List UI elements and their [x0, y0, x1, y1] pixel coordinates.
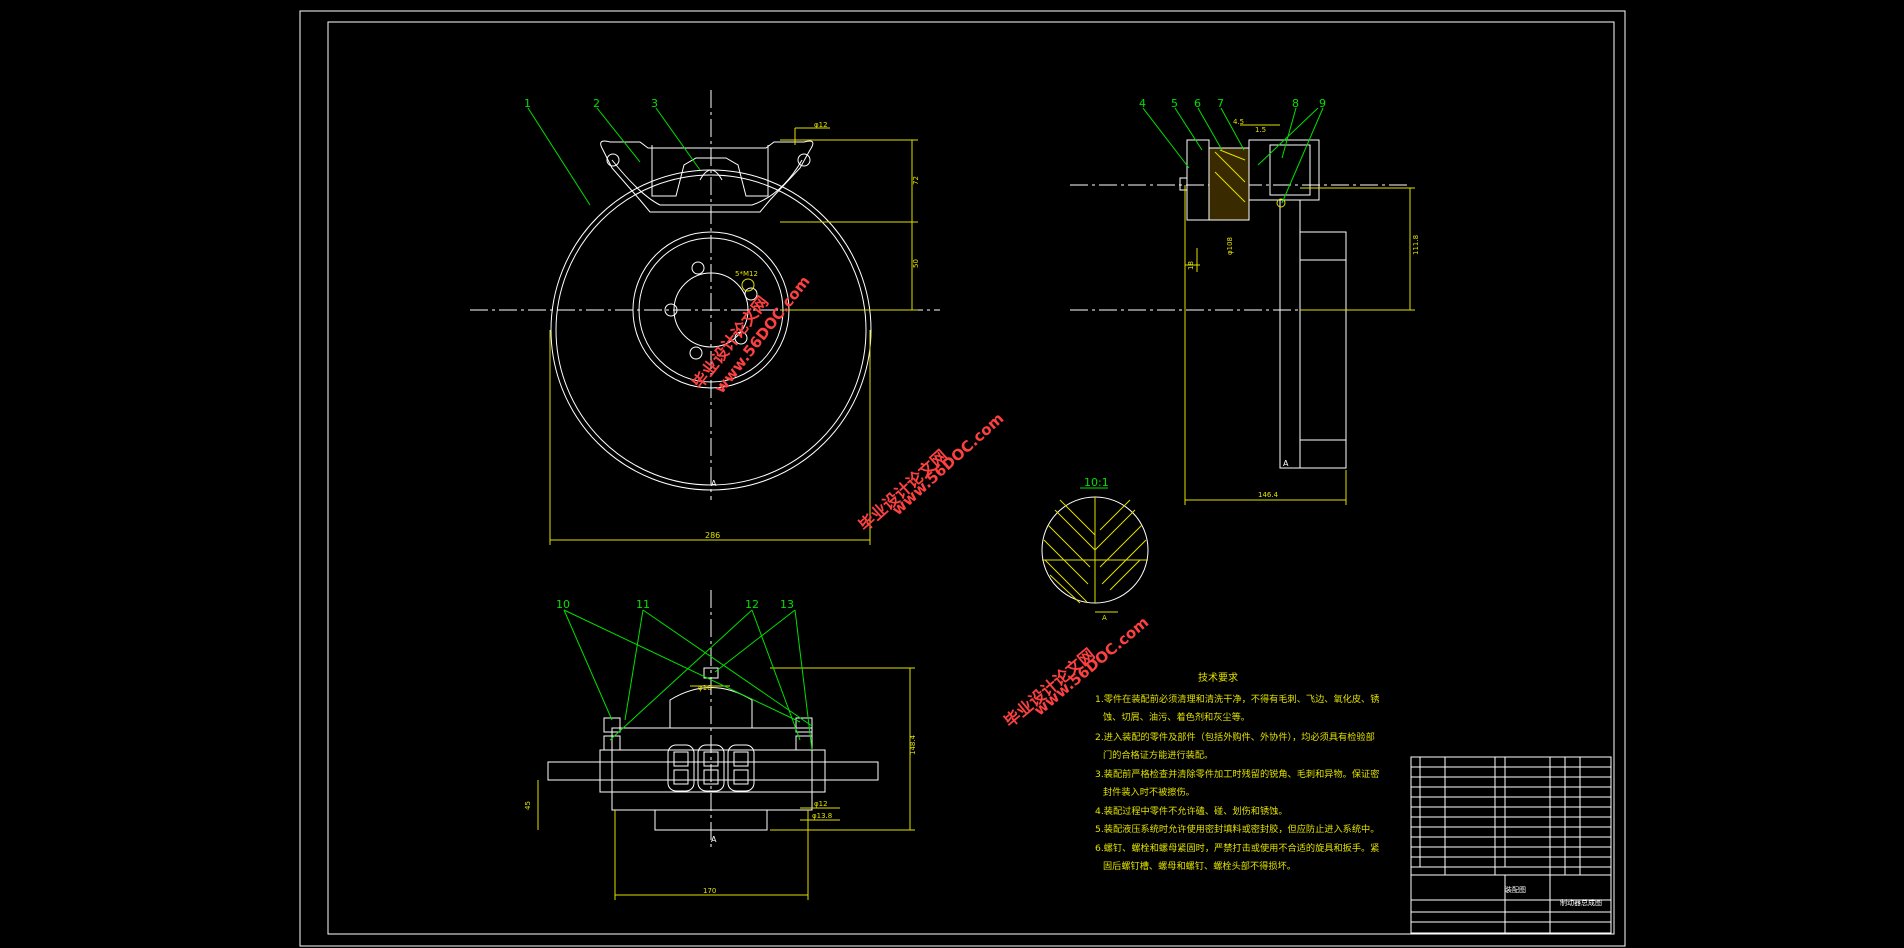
part-num-13: 13: [780, 598, 794, 611]
watermark-2-cn: 毕业设计论文网: [855, 446, 951, 535]
part-num-7: 7: [1217, 97, 1224, 110]
detail-view: 10:1 A: [1041, 476, 1149, 622]
dim-bottom-hole: φ12: [814, 800, 828, 808]
dim-bottom-height: 148.4: [909, 734, 917, 755]
dim-bottom-top: φ10: [698, 684, 712, 692]
tech-title: 技术要求: [1198, 671, 1238, 684]
watermark-3-cn: 毕业设计论文网: [1000, 645, 1098, 732]
part-num-12: 12: [745, 598, 759, 611]
view-mark-side: A: [1283, 459, 1289, 468]
dim-side-width: 146.4: [1258, 491, 1279, 499]
leaders-side: 4 5 6 7 8 9: [1139, 97, 1326, 204]
dim-side-height: 111.8: [1412, 235, 1420, 255]
part-num-10: 10: [556, 598, 570, 611]
part-num-9: 9: [1319, 97, 1326, 110]
dim-side-b: 1.5: [1255, 126, 1266, 134]
leaders-bottom: 10 11 12 13: [556, 598, 813, 751]
watermark-2-url: www.56DOC.com: [888, 409, 1007, 519]
dim-side-a: 4.5: [1233, 118, 1244, 126]
part-num-4: 4: [1139, 97, 1146, 110]
tech-line-2: 蚀、切屑、油污、着色剂和灰尘等。: [1103, 711, 1250, 723]
dim-side-step: 18: [1187, 261, 1195, 270]
part-num-1: 1: [524, 97, 531, 110]
leaders-front: 1 2 3: [524, 97, 701, 206]
dim-bolt-circle: 5*M12: [735, 270, 758, 278]
detail-scale: 10:1: [1084, 476, 1109, 489]
tech-line-5: 3.装配前严格检查并清除零件加工时残留的锐角、毛刺和异物。保证密: [1095, 768, 1379, 780]
side-view: 146.4 111.8 18 φ108 4.5 1.5 A: [1070, 118, 1420, 505]
outer-frame: [299, 10, 1626, 947]
view-mark-detail: A: [1102, 614, 1107, 622]
dim-bottom-hole2: φ13.8: [812, 812, 832, 820]
tech-line-1: 1.零件在装配前必须清理和清洗干净，不得有毛刺、飞边、氧化皮、锈: [1095, 693, 1379, 705]
view-mark-front: A: [711, 479, 717, 488]
part-num-6: 6: [1194, 97, 1201, 110]
part-num-5: 5: [1171, 97, 1178, 110]
watermark-1: 毕业设计论文网 www.56DOC.com: [688, 272, 813, 396]
dim-bottom-width: 170: [703, 887, 716, 895]
tech-requirements: 技术要求 1.零件在装配前必须清理和清洗干净，不得有毛刺、飞边、氧化皮、锈 蚀、…: [1095, 671, 1379, 872]
title-block: 装配图 制动器总成图: [1410, 756, 1612, 934]
part-num-11: 11: [636, 598, 650, 611]
dim-disc-offset: 50: [912, 259, 920, 268]
dim-top-hole: φ12: [814, 121, 828, 129]
tech-line-3: 2.进入装配的零件及部件（包括外购件、外协件），均必须具有检验部: [1095, 731, 1375, 743]
part-num-2: 2: [593, 97, 600, 110]
view-mark-bottom: A: [711, 835, 717, 844]
front-view: 286 72 50 φ12 5*M12 A: [470, 90, 940, 545]
dim-side-bore: φ108: [1226, 237, 1234, 255]
title-category: 装配图: [1505, 885, 1526, 894]
part-num-3: 3: [651, 97, 658, 110]
bottom-view: 170 148.4 45 φ12 φ13.8 φ10 A: [524, 590, 917, 900]
part-num-8: 8: [1292, 97, 1299, 110]
dim-disc-diameter: 286: [705, 531, 720, 540]
title-name: 制动器总成图: [1560, 898, 1602, 907]
dim-caliper-height: 72: [912, 176, 920, 185]
dim-bottom-left: 45: [524, 801, 532, 810]
tech-line-8: 5.装配液压系统时允许使用密封填料或密封胶，但应防止进入系统中。: [1095, 823, 1379, 835]
inner-frame: [327, 21, 1615, 935]
tech-line-9: 6.螺钉、螺栓和螺母紧固时，严禁打击或使用不合适的旋具和扳手。紧: [1095, 842, 1379, 854]
tech-line-6: 封件装入时不被擦伤。: [1103, 786, 1195, 798]
tech-line-10: 固后螺钉槽、螺母和螺钉、螺栓头部不得损坏。: [1103, 860, 1296, 872]
tech-line-4: 门的合格证方能进行装配。: [1103, 749, 1213, 761]
watermark-2: 毕业设计论文网 www.56DOC.com: [855, 409, 1007, 535]
tech-line-7: 4.装配过程中零件不允许磕、碰、划伤和锈蚀。: [1095, 805, 1288, 817]
